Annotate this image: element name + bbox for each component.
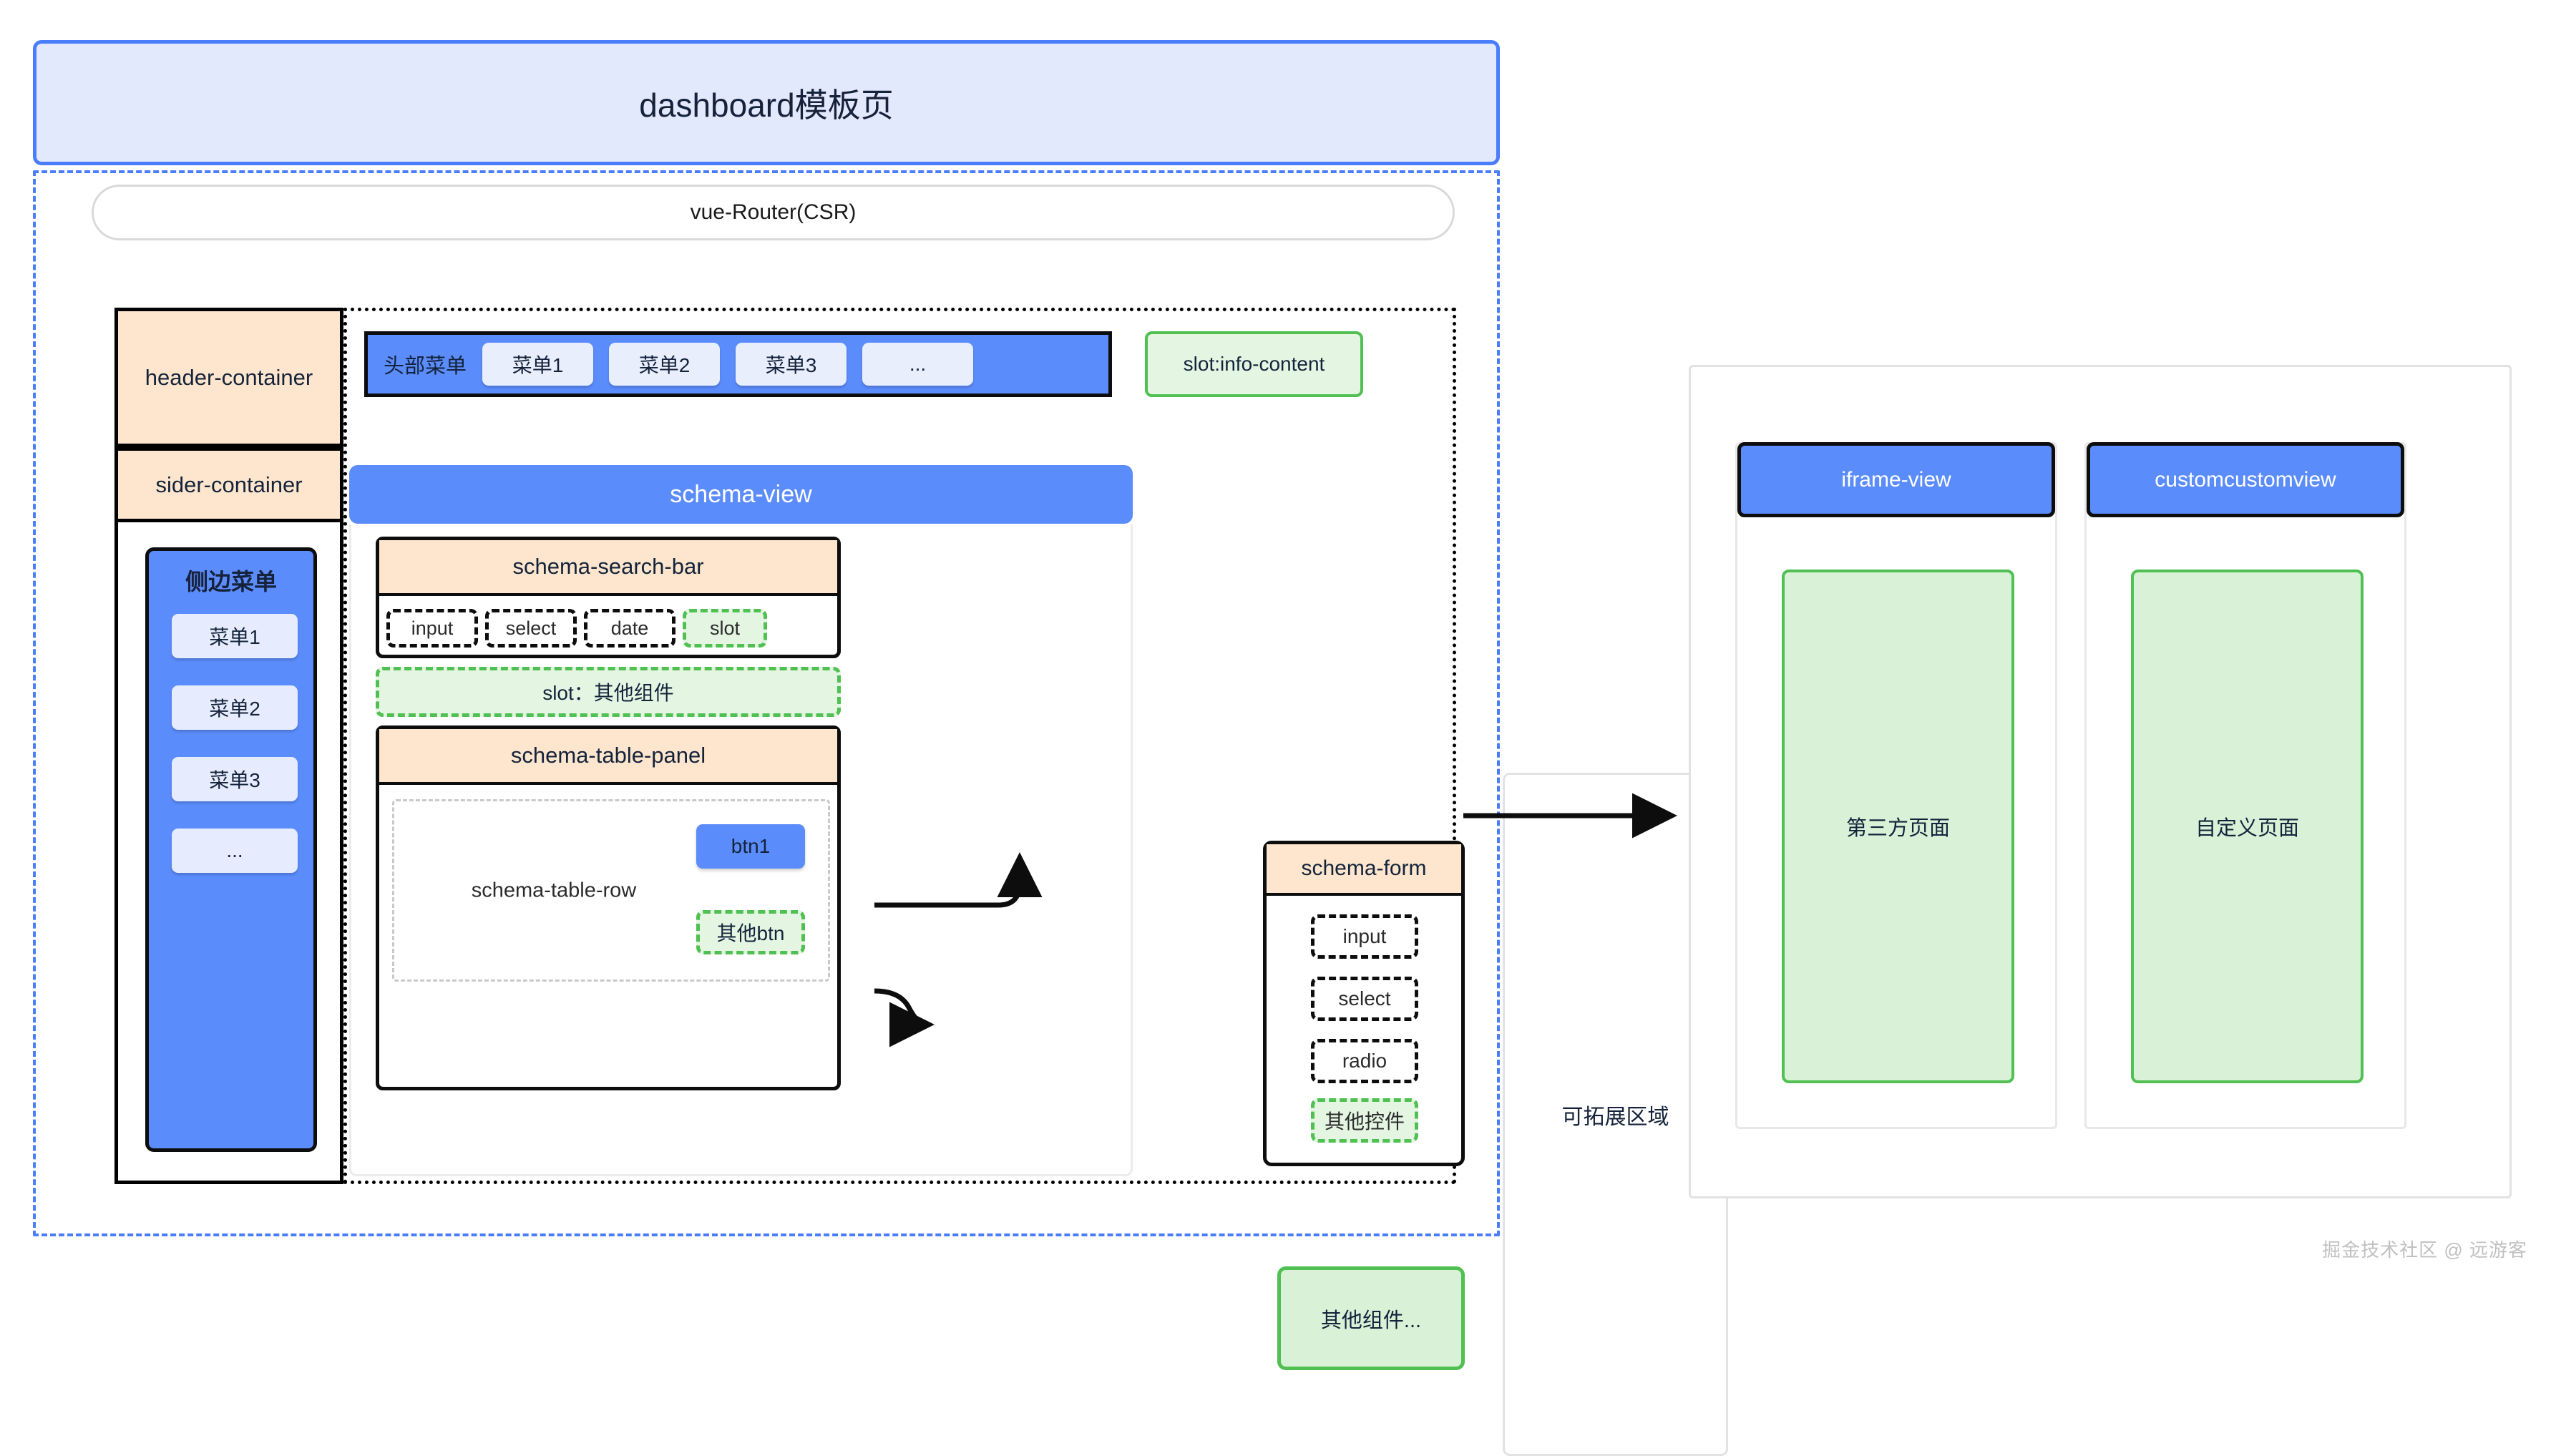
- schema-search-bar-title: schema-search-bar: [379, 540, 837, 596]
- side-menu: 侧边菜单 菜单1 菜单2 菜单3 ...: [145, 547, 317, 1152]
- search-slot-field: slot: [683, 609, 767, 648]
- router-view-content-area: 头部菜单 菜单1 菜单2 菜单3 ... slot:info-content s…: [343, 308, 1728, 1456]
- schema-search-bar: schema-search-bar input select date slot: [376, 537, 841, 658]
- side-menu-item-1[interactable]: 菜单1: [172, 614, 298, 658]
- slot-info-content: slot:info-content: [1145, 331, 1363, 397]
- header-container-label: header-container: [114, 308, 343, 447]
- schema-search-bar-controls: input select date slot: [379, 599, 837, 658]
- side-menu-item-3[interactable]: 菜单3: [172, 757, 298, 801]
- customcustomview-header: customcustomview: [2087, 442, 2404, 517]
- search-date-field[interactable]: date: [584, 609, 675, 648]
- page-title: dashboard模板页: [33, 40, 1500, 165]
- iframe-view-card: iframe-view 第三方页面: [1735, 442, 2057, 1129]
- schema-form-title: schema-form: [1267, 844, 1461, 896]
- schema-form-other-control: 其他控件: [1311, 1098, 1418, 1143]
- search-select-field[interactable]: select: [485, 609, 577, 648]
- vue-router-node: vue-Router(CSR): [92, 185, 1455, 240]
- schema-table-row: schema-table-row btn1 其他btn: [392, 799, 830, 982]
- header-menu-item-3[interactable]: 菜单3: [736, 343, 847, 386]
- side-menu-item-2[interactable]: 菜单2: [172, 685, 298, 730]
- schema-view-title: schema-view: [349, 465, 1133, 524]
- schema-view: schema-view schema-search-bar input sele…: [349, 465, 1133, 1181]
- slot-other-components: slot：其他组件: [376, 667, 841, 717]
- layout-frame: header-container sider-container 侧边菜单 菜单…: [114, 308, 1728, 1456]
- header-menu-label: 头部菜单: [384, 355, 467, 378]
- label-column: header-container sider-container 侧边菜单 菜单…: [114, 308, 343, 1184]
- external-views-panel: iframe-view 第三方页面 customcustomview 自定义页面: [1689, 365, 2512, 1198]
- schema-form-radio-field[interactable]: radio: [1311, 1039, 1418, 1083]
- schema-form-input-field[interactable]: input: [1311, 914, 1418, 959]
- watermark: 掘金技术社区 @ 远游客: [2322, 1239, 2527, 1261]
- table-row-other-btn[interactable]: 其他btn: [696, 910, 805, 954]
- header-menu-item-more[interactable]: ...: [862, 343, 974, 386]
- schema-table-panel: schema-table-panel schema-table-row btn1…: [376, 725, 841, 1090]
- other-components-box: 其他组件...: [1277, 1266, 1465, 1370]
- search-input-field[interactable]: input: [386, 609, 478, 648]
- schema-form-select-field[interactable]: select: [1311, 977, 1418, 1021]
- header-menu-item-1[interactable]: 菜单1: [482, 343, 594, 386]
- customcustomview-card: customcustomview 自定义页面: [2084, 442, 2406, 1129]
- header-menu-item-2[interactable]: 菜单2: [609, 343, 721, 386]
- schema-form: schema-form input select radio 其他控件: [1263, 841, 1465, 1166]
- sider-container-body: 侧边菜单 菜单1 菜单2 菜单3 ...: [114, 522, 343, 1184]
- schema-table-panel-title: schema-table-panel: [379, 729, 837, 785]
- customcustomview-body: 自定义页面: [2131, 570, 2364, 1083]
- side-menu-title: 侧边菜单: [185, 569, 277, 595]
- table-row-btn1[interactable]: btn1: [696, 824, 805, 869]
- schema-table-row-label: schema-table-row: [471, 879, 637, 902]
- sider-container-label: sider-container: [114, 447, 343, 522]
- iframe-view-body: 第三方页面: [1782, 570, 2014, 1083]
- side-menu-item-more[interactable]: ...: [172, 829, 298, 873]
- iframe-view-header: iframe-view: [1737, 442, 2055, 517]
- schema-view-body: schema-search-bar input select date slot…: [349, 524, 1133, 1176]
- dashboard-scope-boundary: [33, 170, 1500, 1236]
- header-menu-bar: 头部菜单 菜单1 菜单2 菜单3 ...: [364, 331, 1112, 397]
